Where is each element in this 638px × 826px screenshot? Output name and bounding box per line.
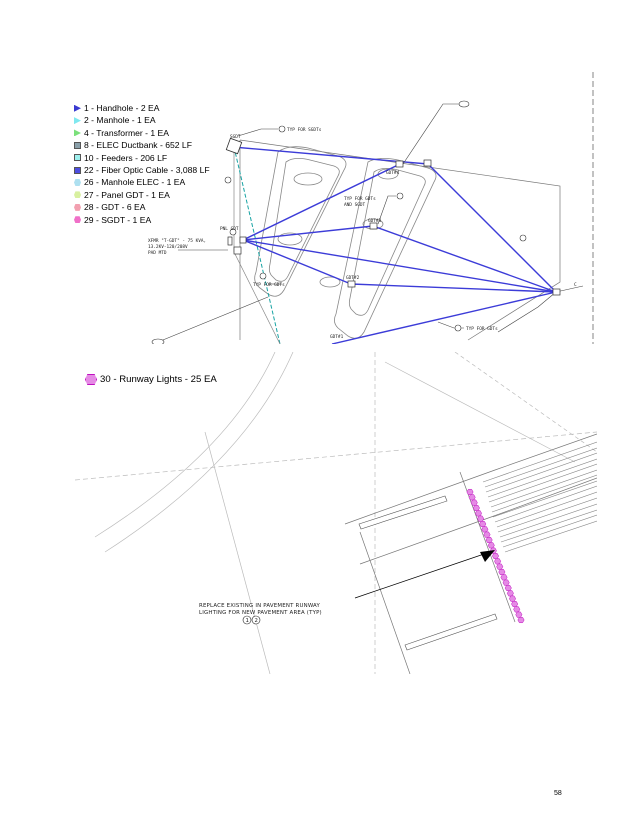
gdt4-label: GDT#4 xyxy=(386,170,400,176)
runway-light xyxy=(498,568,506,576)
xfmr-label-2: 13.2KV-120/208V xyxy=(148,244,188,250)
note-line-1: REPLACE EXISTING IN PAVEMENT RUNWAY xyxy=(199,603,321,609)
typ-gdts-sgdt-note-1: TYP FOR GDTs xyxy=(344,196,376,202)
callout-circles xyxy=(151,100,527,344)
ref-circle-2 xyxy=(251,615,261,625)
parking-islands xyxy=(254,146,437,339)
background-linework xyxy=(75,352,597,674)
runway-light xyxy=(487,542,495,549)
leader-lines xyxy=(157,103,584,343)
runway-light xyxy=(483,531,491,538)
runway-light xyxy=(509,595,516,602)
typ-sgdts-note: TYP FOR SGDTs xyxy=(287,127,322,133)
xfmr-label-1: XFMR "T-GDT" - 75 KVA, xyxy=(148,238,206,244)
note-line-2: LIGHTING FOR NEW PAVEMENT AREA (TYP) xyxy=(199,610,322,616)
runway-light xyxy=(475,510,482,517)
threshold-markings xyxy=(482,441,597,553)
legend-label: 2 - Manhole - 1 EA xyxy=(84,115,156,126)
legend-label: 1 - Handhole - 2 EA xyxy=(84,103,160,113)
runway-light xyxy=(477,515,485,522)
c-label: C xyxy=(574,282,577,288)
runway-light xyxy=(468,494,476,501)
runway-lighting-svg: REPLACE EXISTING IN PAVEMENT RUNWAY LIGH… xyxy=(75,352,597,674)
legend-swatch xyxy=(74,104,81,112)
runway-light-legend-label: 30 - Runway Lights - 25 EA xyxy=(100,374,217,385)
gdt-symbols xyxy=(227,159,561,296)
legend-row: 22 - Fiber Optic Cable - 3,088 LF xyxy=(74,164,210,176)
runway-lighting-drawing: REPLACE EXISTING IN PAVEMENT RUNWAY LIGH… xyxy=(75,352,597,674)
gdt1-label: GDT#1 xyxy=(330,334,344,340)
legend-swatch xyxy=(74,191,81,199)
runway-light xyxy=(472,504,480,512)
legend-label: 29 - SGDT - 1 EA xyxy=(84,214,152,225)
typ-gdts-left-note: TYP FOR GDTs xyxy=(253,282,285,288)
note-arrowhead xyxy=(480,550,495,562)
note-leader-line xyxy=(354,552,488,599)
runway-light xyxy=(517,616,525,624)
runway-light xyxy=(506,590,514,597)
electrical-plan-svg: SGDT TYP FOR SGDTs TYP FOR GDTs AND SGDT… xyxy=(148,72,594,344)
legend-label: 22 - Fiber Optic Cable - 3,088 LF xyxy=(84,164,210,175)
runway-light xyxy=(494,558,502,565)
typ-gdts-sgdt-note-2: AND SGDT xyxy=(344,202,366,208)
runway-light xyxy=(492,552,499,560)
legend-label: 27 - Panel GDT - 1 EA xyxy=(84,189,170,200)
ref-circle-1 xyxy=(242,615,252,625)
fiber-optic-cable-lines xyxy=(232,146,557,344)
runway-light xyxy=(504,584,512,592)
sgdt-symbol xyxy=(225,137,243,155)
runway-light xyxy=(470,499,478,506)
legend-label: 28 - GDT - 6 EA xyxy=(84,202,146,213)
legend-swatch xyxy=(74,216,81,224)
legend-row: 29 - SGDT - 1 EA xyxy=(74,214,210,226)
legend-label: 26 - Manhole ELEC - 1 EA xyxy=(84,177,186,188)
sgdt-label: SGDT xyxy=(230,134,241,140)
runway-light xyxy=(481,526,489,533)
legend-swatch xyxy=(74,154,81,162)
ref-label-1: 1 xyxy=(246,618,250,624)
legend-swatch xyxy=(74,129,81,137)
runway-light xyxy=(479,520,487,528)
ref-label-2: 2 xyxy=(255,618,259,624)
legend-label: 8 - ELEC Ductbank - 652 LF xyxy=(84,140,192,151)
legend-row: 4 - Transformer - 1 EA xyxy=(74,127,210,139)
legend-swatch xyxy=(74,166,81,174)
runway-light xyxy=(515,611,523,618)
legend-row: 27 - Panel GDT - 1 EA xyxy=(74,189,210,201)
legend-bottom: 30 - Runway Lights - 25 EA xyxy=(85,374,217,385)
gdt3-label: GDT#3 xyxy=(368,218,382,224)
gdt2-label: GDT#2 xyxy=(346,275,360,281)
runway-pavement xyxy=(344,433,597,674)
legend-row: 28 - GDT - 6 EA xyxy=(74,201,210,213)
typ-gdts-bottom-note: TYP FOR GDTs xyxy=(466,326,498,332)
runway-light xyxy=(511,600,519,608)
xfmr-label-3: PAD MTD xyxy=(148,250,167,256)
legend-swatch xyxy=(74,117,81,125)
runway-light-swatch xyxy=(85,374,97,385)
runway-lights-group xyxy=(466,488,525,624)
legend-label: 10 - Feeders - 206 LF xyxy=(84,152,168,163)
runway-light xyxy=(500,574,508,581)
legend-row: 10 - Feeders - 206 LF xyxy=(74,152,210,164)
legend-row: 8 - ELEC Ductbank - 652 LF xyxy=(74,139,210,151)
legend-swatch xyxy=(74,203,81,211)
legend-row: 1 - Handhole - 2 EA xyxy=(74,102,210,114)
legend-swatch xyxy=(74,141,81,149)
page-number: 58 xyxy=(554,790,562,797)
runway-light xyxy=(502,579,510,586)
runway-light xyxy=(485,536,493,544)
legend-row: 2 - Manhole - 1 EA xyxy=(74,114,210,126)
runway-light xyxy=(496,563,504,570)
legend-row: 26 - Manhole ELEC - 1 EA xyxy=(74,176,210,188)
edge-bars xyxy=(358,495,498,651)
runway-light xyxy=(513,606,521,613)
electrical-plan-drawing: SGDT TYP FOR SGDTs TYP FOR GDTs AND SGDT… xyxy=(68,72,598,344)
pnl-gdt-label: PNL GDT xyxy=(220,226,239,232)
legend-label: 4 - Transformer - 1 EA xyxy=(84,127,170,138)
legend-swatch xyxy=(74,179,81,187)
runway-light xyxy=(466,488,474,496)
feeder-line xyxy=(233,146,281,344)
